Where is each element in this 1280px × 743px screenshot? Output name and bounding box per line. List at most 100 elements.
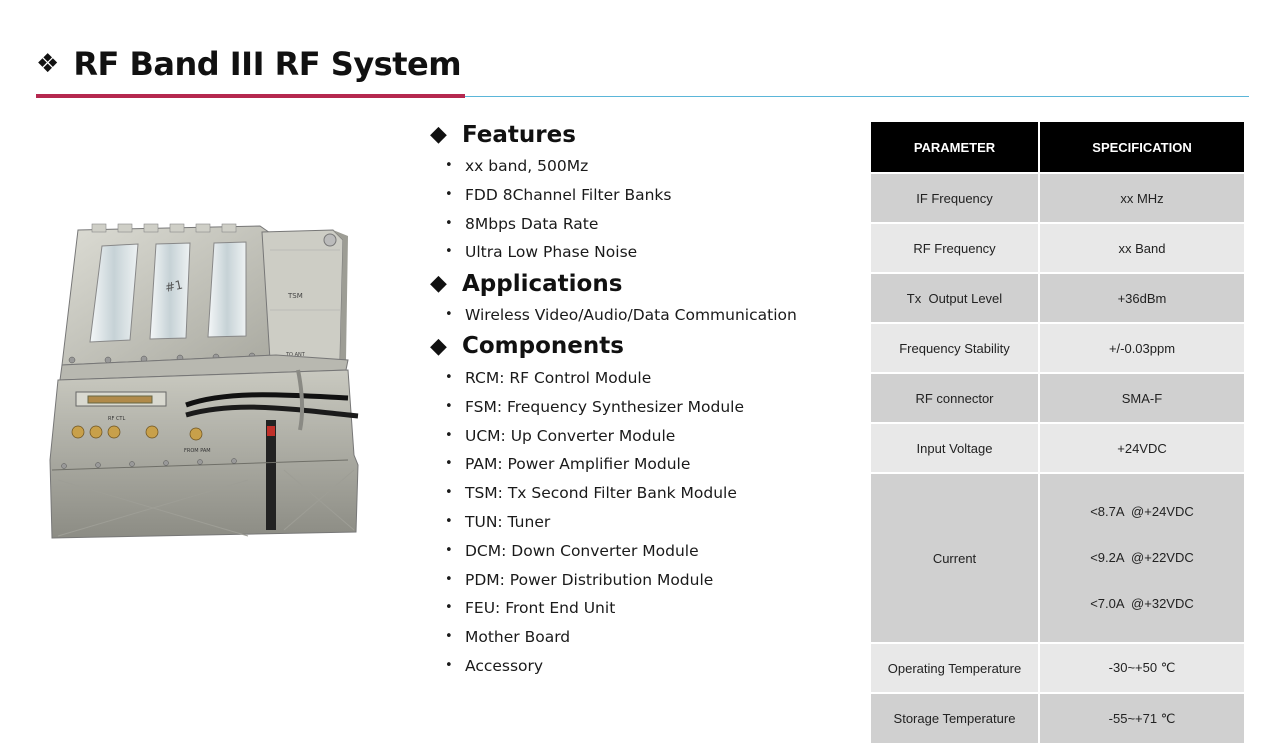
bullet-icon: •: [445, 629, 453, 645]
rf-ctl-label: RF CTL: [108, 416, 125, 422]
param-cell: Storage Temperature: [871, 692, 1040, 743]
table-row: Tx Output Level +36dBm: [871, 272, 1244, 323]
bullet-icon: •: [445, 542, 453, 558]
spec-cell: -55~+71 ℃: [1039, 692, 1244, 743]
list-item-text: DCM: Down Converter Module: [465, 541, 699, 560]
list-item-text: xx band, 500Mz: [465, 157, 589, 175]
list-item-text: PAM: Power Amplifier Module: [465, 455, 691, 474]
list-item-text: Mother Board: [465, 628, 571, 647]
spec-cell: +/-0.03ppm: [1039, 322, 1244, 373]
tsm-label: TSM: [287, 292, 303, 300]
table-header-row: PARAMETER SPECIFICATION: [871, 122, 1244, 173]
handwritten-mark: #1: [164, 278, 184, 295]
table-row: RF Frequency xx Band: [871, 222, 1244, 273]
feature-sections: ◆ Features • xx band, 500Mz • FDD 8Channel…: [430, 118, 850, 681]
spec-cell: +36dBm: [1039, 272, 1244, 323]
param-cell: IF Frequency: [871, 172, 1040, 223]
spec-table: PARAMETER SPECIFICATION IF Frequency xx …: [871, 122, 1244, 743]
section-header: ◆ Applications: [430, 267, 850, 301]
bullet-icon: •: [445, 186, 453, 202]
components-list: • RCM: RF Control Module • FSM: Frequency …: [430, 364, 850, 681]
section-title: Applications: [462, 270, 623, 297]
section-header: ◆ Features: [430, 118, 850, 152]
bullet-icon: •: [445, 307, 453, 323]
list-item-text: FDD 8Channel Filter Banks: [465, 185, 672, 204]
table-row: Storage Temperature -55~+71 ℃: [871, 692, 1244, 743]
diamond-bullet-icon: ◆: [430, 333, 447, 359]
list-item: • Accessory: [430, 652, 850, 681]
spec-cell: xx MHz: [1039, 172, 1244, 223]
list-item-text: UCM: Up Converter Module: [465, 426, 676, 445]
spec-line: <8.7A @+24VDC: [1090, 504, 1194, 519]
param-cell: RF Frequency: [871, 222, 1040, 273]
list-item-text: TUN: Tuner: [465, 512, 551, 531]
section-components: ◆ Components • RCM: RF Control Module • FS…: [430, 330, 850, 681]
list-item: • DCM: Down Converter Module: [430, 537, 850, 566]
list-item: • FSM: Frequency Synthesizer Module: [430, 393, 850, 422]
param-cell: RF connector: [871, 372, 1040, 423]
param-cell: Current: [871, 472, 1040, 643]
table-row: Operating Temperature -30~+50 ℃: [871, 642, 1244, 693]
slide-title: RF Band III RF System: [73, 45, 462, 83]
list-item: • 8Mbps Data Rate: [430, 210, 850, 239]
table-row: IF Frequency xx MHz: [871, 172, 1244, 223]
bullet-icon: •: [445, 600, 453, 616]
bullet-icon: •: [445, 158, 453, 173]
list-item: • TUN: Tuner: [430, 508, 850, 537]
bullet-icon: •: [445, 427, 453, 443]
list-item-text: TSM: Tx Second Filter Bank Module: [465, 484, 737, 503]
list-item: • FDD 8Channel Filter Banks: [430, 181, 850, 210]
list-item-text: Accessory: [465, 656, 544, 675]
param-cell: Operating Temperature: [871, 642, 1040, 693]
list-item: • xx band, 500Mz: [430, 152, 850, 181]
bullet-icon: •: [445, 571, 453, 587]
table-row: Frequency Stability +/-0.03ppm: [871, 322, 1244, 373]
spec-line: <7.0A @+32VDC: [1090, 596, 1194, 611]
bullet-icon: •: [445, 456, 453, 472]
pam-label: FROM PAM: [184, 448, 211, 454]
spec-cell: <8.7A @+24VDC <9.2A @+22VDC <7.0A @+32VD…: [1039, 472, 1244, 643]
ant-label: TO ANT: [285, 352, 306, 358]
param-cell: Tx Output Level: [871, 272, 1040, 323]
param-cell: Frequency Stability: [871, 322, 1040, 373]
bullet-icon: •: [445, 244, 453, 260]
table-row: Input Voltage +24VDC: [871, 422, 1244, 473]
list-item: • PAM: Power Amplifier Module: [430, 450, 850, 479]
column-header-specification: SPECIFICATION: [1039, 122, 1244, 173]
bullet-icon: •: [445, 657, 453, 673]
param-cell: Input Voltage: [871, 422, 1040, 473]
applications-list: •Wireless Video/Audio/Data Communication: [430, 301, 850, 330]
section-applications: ◆ Applications •Wireless Video/Audio/Dat…: [430, 267, 850, 330]
list-item-text: RCM: RF Control Module: [465, 368, 652, 387]
list-item: • PDM: Power Distribution Module: [430, 566, 850, 595]
section-features: ◆ Features • xx band, 500Mz • FDD 8Channel…: [430, 118, 850, 267]
bullet-icon: •: [445, 215, 453, 231]
list-item: •TSM: Tx Second Filter Bank Module: [430, 479, 850, 508]
section-title: Features: [462, 121, 576, 148]
table-row: Current <8.7A @+24VDC <9.2A @+22VDC <7.0…: [871, 472, 1244, 643]
column-header-parameter: PARAMETER: [871, 122, 1040, 173]
spec-line: <9.2A @+22VDC: [1090, 550, 1194, 565]
list-item: •Wireless Video/Audio/Data Communication: [430, 301, 850, 330]
diamond-cluster-icon: ❖: [36, 49, 60, 79]
slide-title-group: ❖ RF Band III RF System: [36, 45, 462, 83]
list-item: • UCM: Up Converter Module: [430, 422, 850, 451]
list-item-text: 8Mbps Data Rate: [465, 214, 599, 233]
list-item: • FEU: Front End Unit: [430, 594, 850, 623]
section-header: ◆ Components: [430, 330, 850, 364]
bullet-icon: •: [445, 513, 453, 529]
list-item-text: FEU: Front End Unit: [465, 599, 616, 618]
list-item-text: PDM: Power Distribution Module: [465, 570, 714, 589]
section-title: Components: [462, 333, 624, 360]
bullet-icon: •: [445, 369, 453, 385]
title-underline-rule: [465, 96, 1249, 97]
spec-cell: -30~+50 ℃: [1039, 642, 1244, 693]
list-item-text: FSM: Frequency Synthesizer Module: [465, 397, 744, 416]
table-row: RF connector SMA-F: [871, 372, 1244, 423]
list-item: • Mother Board: [430, 623, 850, 652]
list-item: • RCM: RF Control Module: [430, 364, 850, 393]
list-item: •Ultra Low Phase Noise: [430, 238, 850, 267]
bullet-icon: •: [445, 398, 453, 414]
spec-cell: +24VDC: [1039, 422, 1244, 473]
rf-system-photo: #1 TSM TO ANT RF CTL FROM PAM: [49, 223, 359, 539]
